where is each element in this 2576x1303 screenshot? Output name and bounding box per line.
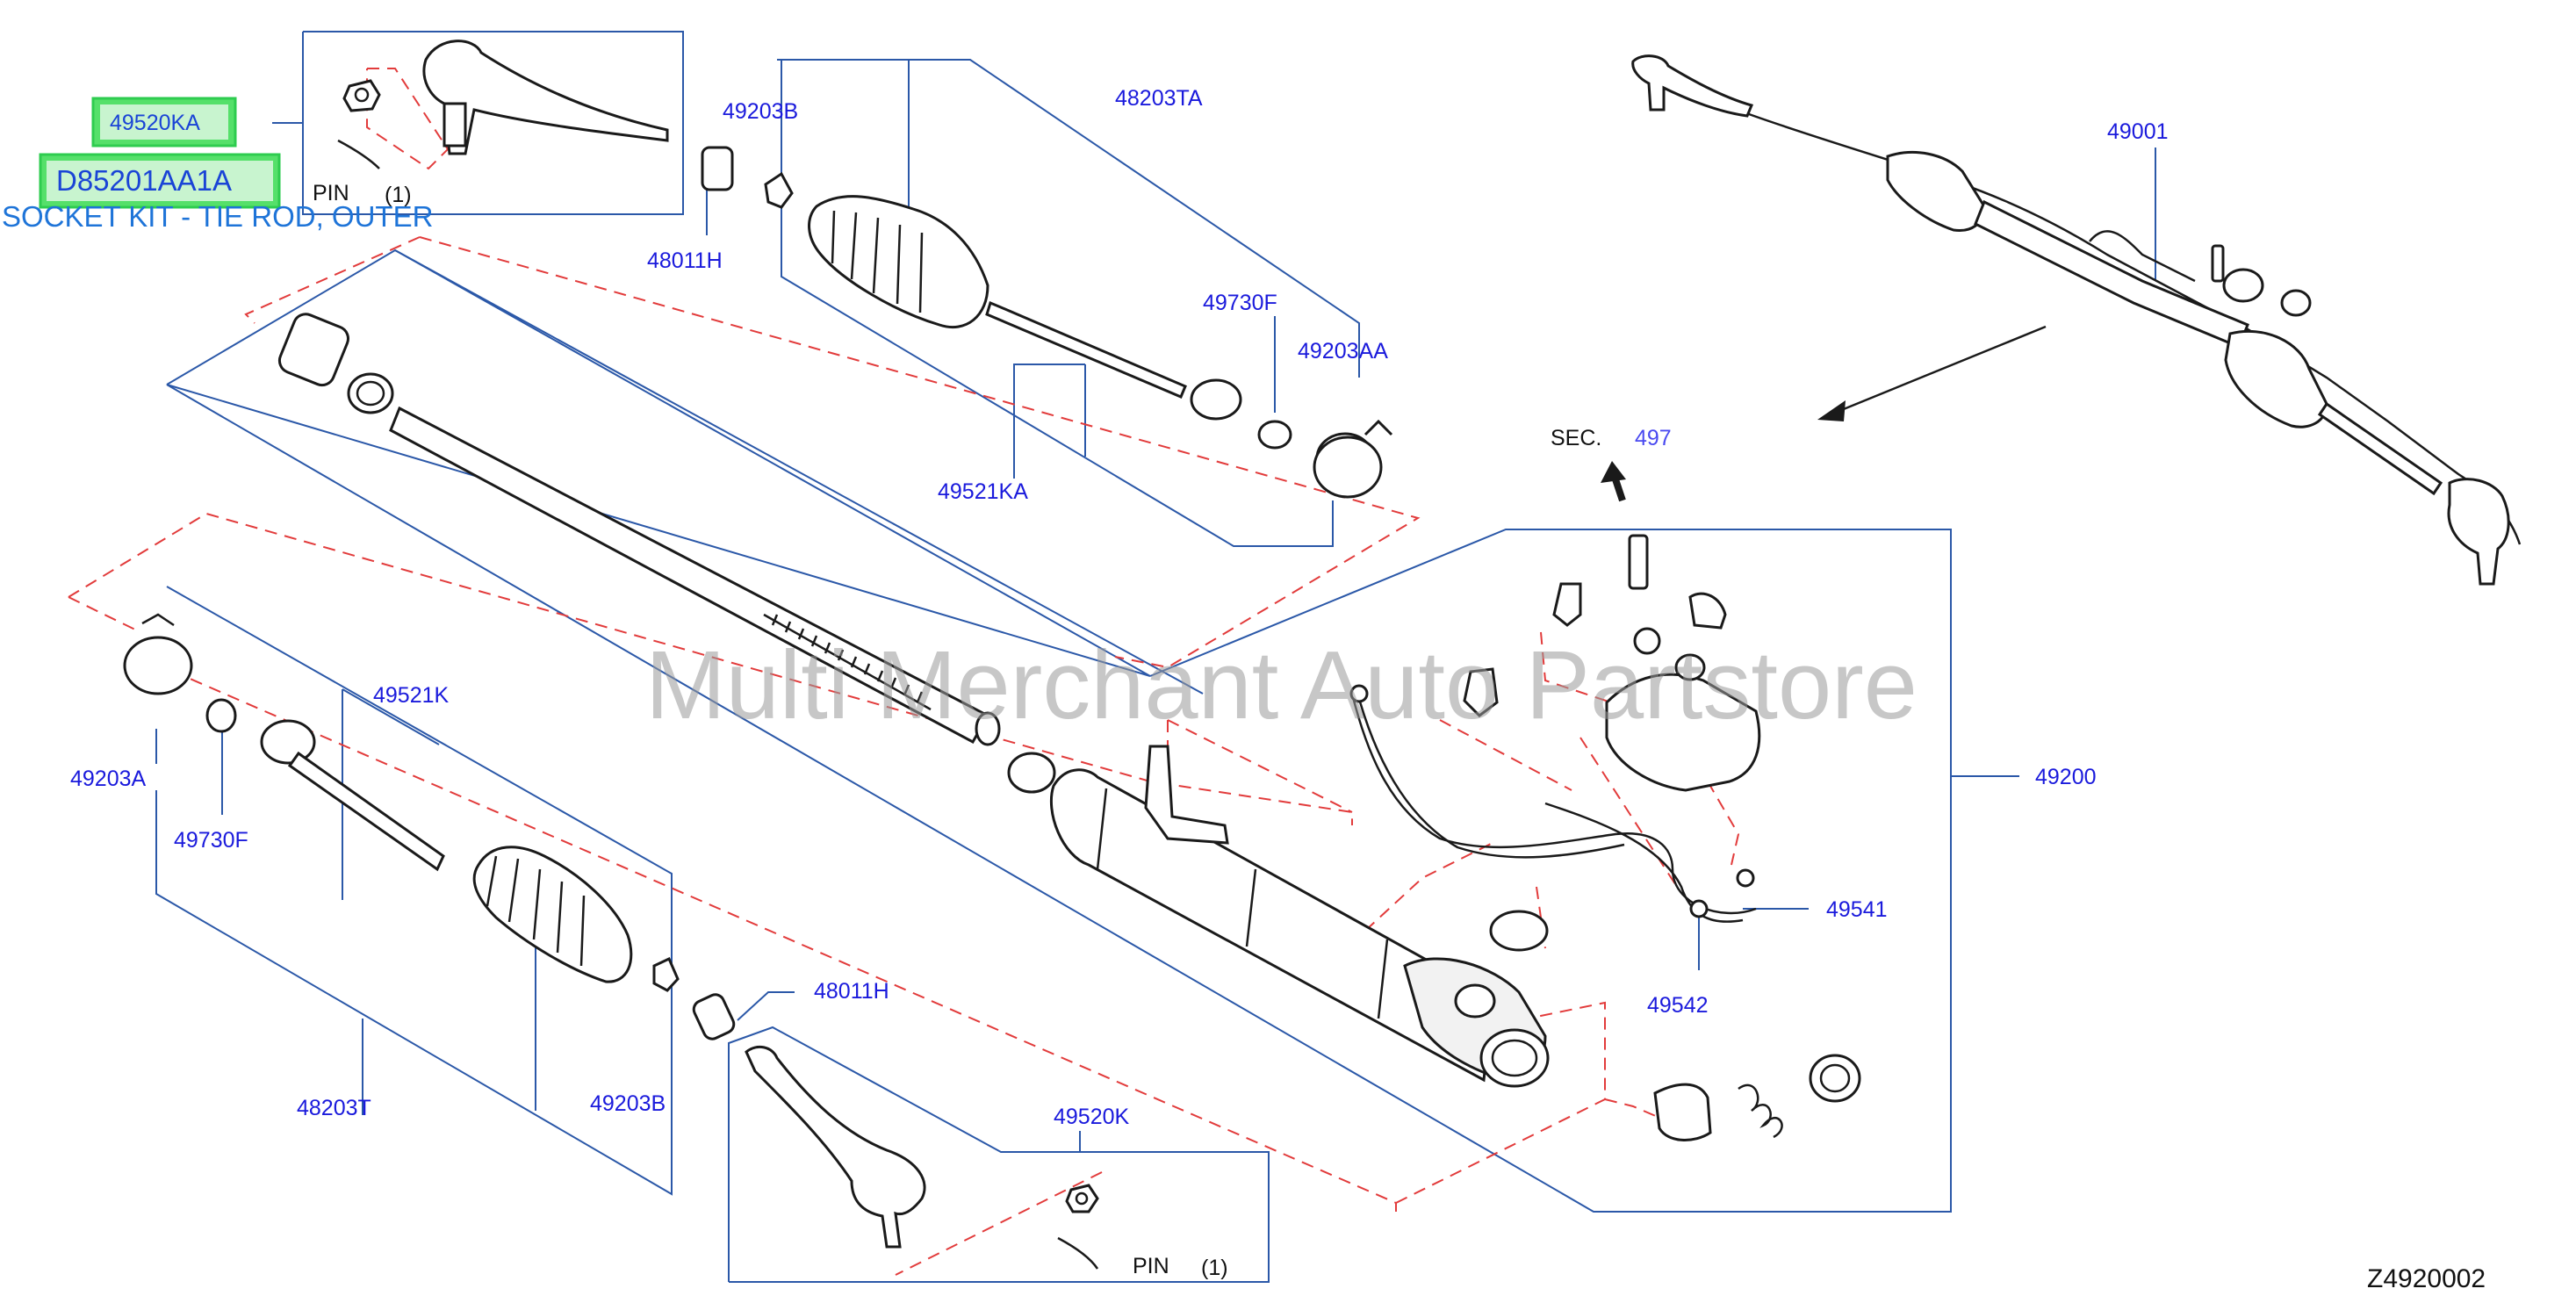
pressure-lines xyxy=(1349,684,1757,952)
label-sec-number[interactable]: 497 xyxy=(1635,426,1672,450)
label-49541[interactable]: 49541 xyxy=(1826,897,1888,922)
valve-assembly xyxy=(1463,534,1761,792)
label-48203TA[interactable]: 48203TA xyxy=(1115,86,1203,111)
watermark: Multi Merchant Auto Partstore xyxy=(645,631,1918,739)
inner-tie-rod-bottom xyxy=(260,719,445,872)
highlight-oem-number[interactable]: D85201AA1A xyxy=(39,153,281,209)
highlight-oem-number-text: D85201AA1A xyxy=(56,164,232,197)
label-49203AA[interactable]: 49203AA xyxy=(1298,339,1388,364)
label-49542[interactable]: 49542 xyxy=(1647,993,1709,1018)
label-sec: SEC. xyxy=(1551,426,1601,450)
label-49730F-bottom[interactable]: 49730F xyxy=(174,828,248,853)
label-49203B-top[interactable]: 49203B xyxy=(723,99,798,124)
label-49203A[interactable]: 49203A xyxy=(70,767,147,791)
label-pin-bottom-qty: (1) xyxy=(1201,1256,1228,1280)
label-48011H-bottom[interactable]: 48011H xyxy=(814,979,889,1004)
highlight-part-code[interactable]: 49520KA xyxy=(91,97,237,148)
part-labels: PIN (1) 49203B 48203TA 48011H 49730F 492… xyxy=(70,86,2486,1293)
label-49521KA[interactable]: 49521KA xyxy=(938,479,1028,504)
outer-tie-rod-bottom xyxy=(745,1045,1099,1270)
complete-rack-assembly-49001 xyxy=(1631,54,2522,586)
frame-lines xyxy=(155,31,2156,1283)
inner-tie-rod-top xyxy=(985,300,1375,485)
label-pin-top: PIN xyxy=(313,181,349,205)
label-pin-bottom: PIN xyxy=(1133,1254,1169,1278)
dust-boot-top xyxy=(701,146,989,329)
label-pin-top-qty: (1) xyxy=(385,183,412,207)
steering-rack xyxy=(277,313,1056,794)
highlight-part-code-text: 49520KA xyxy=(110,111,200,135)
label-48203T[interactable]: 48203T xyxy=(297,1096,371,1120)
outer-tie-rod-top xyxy=(337,40,669,169)
label-48011H-top[interactable]: 48011H xyxy=(647,248,723,273)
label-49521K[interactable]: 49521K xyxy=(373,683,450,708)
label-49730F-top[interactable]: 49730F xyxy=(1203,291,1277,315)
label-49520K[interactable]: 49520K xyxy=(1054,1105,1130,1129)
label-49001[interactable]: 49001 xyxy=(2107,119,2169,144)
label-49200[interactable]: 49200 xyxy=(2035,765,2097,789)
label-49203B-bottom[interactable]: 49203B xyxy=(590,1091,666,1116)
clamps-and-rings xyxy=(123,419,1393,733)
rack-housing-49200 xyxy=(1049,745,1550,1088)
direction-arrows xyxy=(1601,325,2047,502)
diagram-reference-code: Z4920002 xyxy=(2367,1264,2486,1293)
yoke-spring-plug xyxy=(1653,1054,1861,1141)
dust-boot-bottom xyxy=(472,846,736,1040)
part-description: SOCKET KIT - TIE ROD, OUTER xyxy=(2,200,433,233)
